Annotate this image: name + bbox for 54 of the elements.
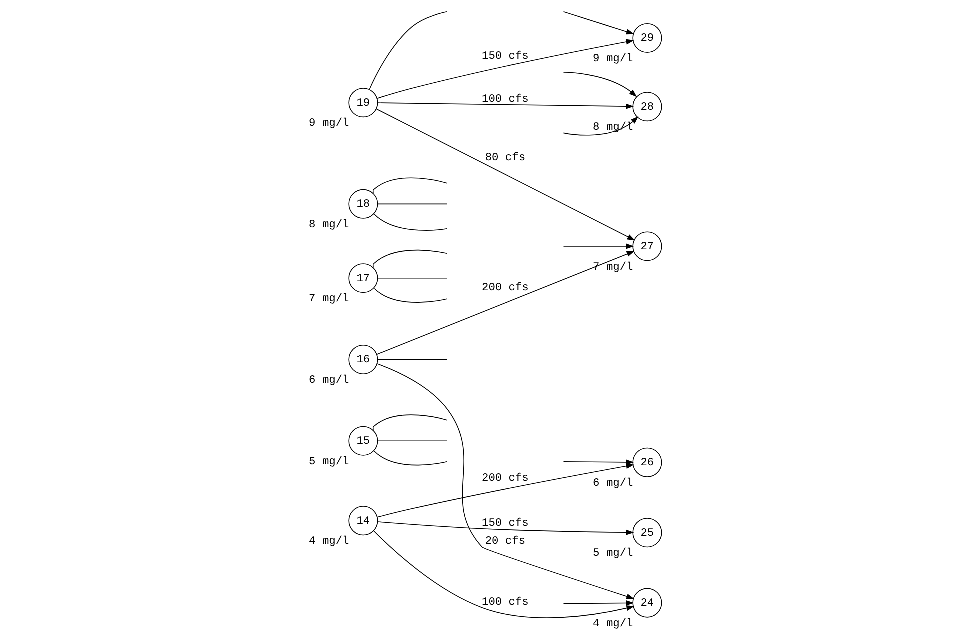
arrow [563,72,638,98]
connector [374,214,448,231]
node-circle: 14 [348,506,378,536]
edge-label: 100 cfs [482,596,529,609]
connector [377,440,448,442]
arrow [377,102,634,110]
connector [377,278,448,279]
node-label: 9 mg/l [309,118,350,130]
arrow [563,460,634,470]
node-circle: 15 [348,426,378,456]
node-circle: 29 [632,23,662,53]
edge-label: 150 cfs [482,51,529,64]
edge-label: 200 cfs [482,473,529,486]
node-circle: 26 [632,448,662,478]
node-label: 5 mg/l [309,456,350,468]
connector [374,451,448,466]
node-circle: 16 [348,344,378,374]
node-circle: 28 [632,92,662,122]
edge-label: 20 cfs [485,536,526,548]
node-label: 4 mg/l [593,618,634,630]
edge-label: 150 cfs [482,518,529,530]
edge-label: 200 cfs [482,282,529,294]
arrow [563,600,635,611]
node-label: 4 mg/l [309,536,350,548]
arrow [376,251,635,355]
arrow [373,530,635,618]
arrow [376,39,634,99]
node-circle: 25 [632,518,662,548]
node-circle: 27 [632,232,662,262]
node-label: 8 mg/l [309,219,350,232]
connector [377,204,448,205]
connector [372,414,448,432]
arrow [376,364,635,600]
edge-label: 100 cfs [482,94,529,106]
node-label: 9 mg/l [593,54,634,66]
node-label: 7 mg/l [309,294,350,306]
connector [372,178,448,194]
connector [372,250,448,268]
node-circle: 18 [348,189,378,219]
node-circle: 19 [348,88,378,118]
arrow [378,522,634,536]
arrow [563,244,634,250]
connector [369,12,448,90]
arrow [376,108,636,241]
node-label: 6 mg/l [309,375,350,388]
connector [378,359,448,360]
arrow [563,12,634,35]
node-circle: 24 [632,588,662,618]
node-label: 6 mg/l [593,478,634,490]
node-label: 5 mg/l [593,548,634,560]
node-circle: 17 [348,264,378,294]
edge-label: 80 cfs [485,152,526,164]
connector [374,288,448,303]
arrow [377,460,634,518]
